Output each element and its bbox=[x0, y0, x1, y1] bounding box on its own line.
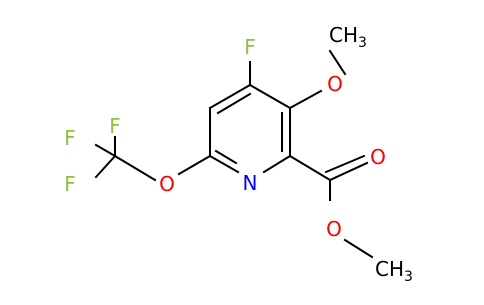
bond-o-ch3-methoxy bbox=[328, 49, 347, 76]
ring-bond-c5-c4-inner bbox=[216, 92, 252, 115]
atom-label-cf3-fluorine-left: F bbox=[64, 126, 76, 150]
atom-label-cf3-fluorine-bottom: F bbox=[64, 172, 76, 196]
atom-label-methoxy-methyl: CH3 bbox=[329, 23, 367, 51]
bond-cf3-f-bottom bbox=[94, 154, 117, 179]
atom-labels: F O CH3 N O F F F O O CH3 bbox=[64, 23, 413, 285]
ring-bond-c2-n bbox=[262, 154, 292, 174]
bond-carbonyl-double-a bbox=[328, 161, 369, 182]
atom-label-fluoro-ring: F bbox=[244, 35, 256, 59]
bond-ester-o-ch3 bbox=[343, 238, 374, 259]
bond-carbonyl-double-b bbox=[324, 154, 366, 174]
ring-bond-n-c6 bbox=[208, 154, 240, 174]
atom-label-ester-methyl-subscript: 3 bbox=[404, 269, 413, 285]
bond-cf3-f-left bbox=[94, 143, 117, 158]
atom-label-cf3-fluorine-top: F bbox=[109, 114, 121, 138]
bond-c3-o-methoxy bbox=[288, 89, 323, 110]
ring-bond-c5-c4 bbox=[208, 83, 252, 110]
substituent-bonds bbox=[94, 49, 374, 259]
ring-bond-c4-c3 bbox=[248, 83, 292, 110]
atom-label-ether-oxygen: O bbox=[159, 172, 175, 196]
atom-label-ester-methyl: CH3 bbox=[375, 257, 413, 285]
atom-label-methoxy-methyl-subscript: 3 bbox=[358, 35, 367, 51]
atom-label-carbonyl-oxygen: O bbox=[370, 145, 386, 169]
atom-label-ring-nitrogen: N bbox=[243, 171, 258, 195]
bond-c2-carbonyl-c bbox=[288, 154, 332, 182]
bond-o-cf3 bbox=[113, 154, 157, 182]
bond-c6-o-ether bbox=[177, 154, 212, 176]
atom-label-methoxy-oxygen: O bbox=[327, 72, 343, 96]
pyridine-ring bbox=[208, 83, 292, 174]
atom-label-ester-oxygen: O bbox=[326, 217, 342, 241]
ring-bond-n-c6-inner bbox=[214, 149, 238, 165]
